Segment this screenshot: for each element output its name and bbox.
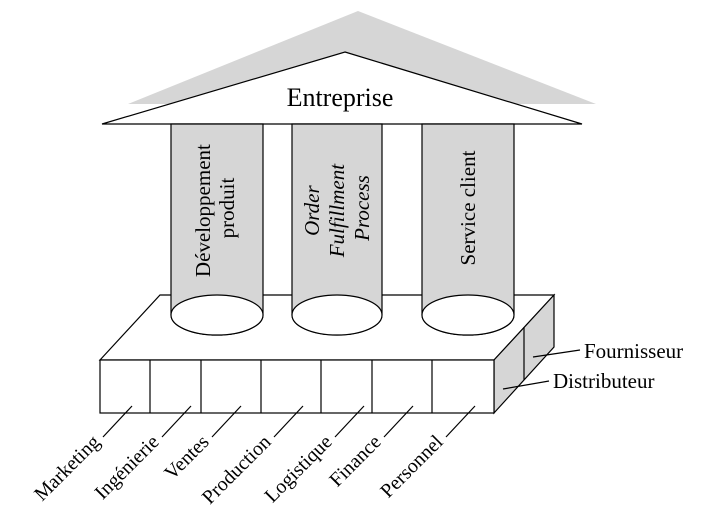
side-label-fournisseur: Fournisseur bbox=[584, 339, 683, 363]
leader-line bbox=[211, 405, 242, 438]
dept-label-logistique: Logistique bbox=[260, 431, 336, 507]
leader-line bbox=[273, 405, 304, 438]
leader-line bbox=[161, 405, 192, 438]
roof-title: Entreprise bbox=[287, 83, 394, 112]
pillar-1-line-2: produit bbox=[215, 178, 239, 239]
dept-label-personnel: Personnel bbox=[376, 431, 448, 503]
roof: Entreprise bbox=[101, 11, 596, 125]
dept-labels: Marketing Ingénierie Ventes Production L… bbox=[30, 431, 448, 509]
leader-line bbox=[445, 405, 476, 438]
side-labels: Fournisseur Distributeur bbox=[502, 339, 683, 393]
dept-leaders bbox=[102, 405, 476, 438]
pillar-base-ellipse bbox=[170, 294, 264, 336]
pillar-3: Service client bbox=[421, 123, 515, 336]
pillar-3-line-1: Service client bbox=[456, 150, 480, 265]
pillar-base-ellipse bbox=[291, 294, 383, 336]
pillar-1: Développement produit bbox=[170, 123, 264, 336]
pillar-2-line-1: Order bbox=[300, 185, 324, 236]
svg-text:Order Fulfillment: Order Fulfillment Process bbox=[300, 159, 374, 259]
svg-text:Développement produit: Développement produit bbox=[191, 139, 239, 277]
pillar-2: Order Fulfillment Process bbox=[291, 123, 383, 336]
leader-line bbox=[334, 405, 365, 438]
dept-label-ingenierie: Ingénierie bbox=[91, 431, 164, 504]
side-label-distributeur: Distributeur bbox=[553, 369, 654, 393]
svg-text:Service client: Service client bbox=[456, 150, 480, 265]
pillar-1-line-1: Développement bbox=[191, 144, 215, 277]
dept-label-marketing: Marketing bbox=[30, 431, 104, 505]
pillar-2-line-2: Fulfillment bbox=[325, 163, 349, 258]
dept-label-ventes: Ventes bbox=[160, 431, 213, 484]
leader-line-fournisseur bbox=[532, 349, 581, 358]
pillar-base-ellipse bbox=[421, 294, 515, 336]
base-front bbox=[99, 359, 495, 414]
leader-line bbox=[383, 405, 414, 438]
dept-label-finance: Finance bbox=[325, 431, 385, 491]
leader-line-distributeur bbox=[502, 380, 550, 390]
pillar-2-line-3: Process bbox=[350, 175, 374, 242]
leader-line bbox=[102, 405, 133, 438]
